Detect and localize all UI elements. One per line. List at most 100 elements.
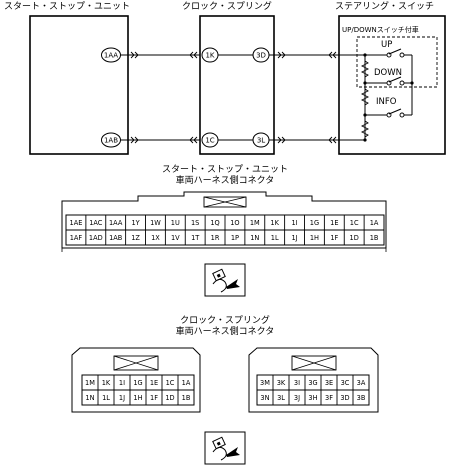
svg-text:UP: UP — [381, 40, 392, 50]
svg-text:1K: 1K — [205, 52, 214, 60]
pin-3l: 3L — [252, 132, 270, 148]
svg-text:1C: 1C — [205, 137, 214, 145]
pin-1ab: 1AB — [101, 132, 121, 148]
pin-1k: 1K — [201, 47, 219, 63]
unit-connector-pin: 1AA — [109, 219, 123, 227]
svg-text:1AA: 1AA — [104, 52, 118, 60]
clock-left-connector-pin: 1L — [102, 394, 110, 402]
start-stop-unit-box — [29, 15, 129, 155]
svg-text:1AB: 1AB — [104, 137, 118, 145]
clock-left-connector-pin: 1J — [119, 394, 125, 402]
clock-connector-title-1: クロック・スプリング — [180, 314, 270, 326]
unit-connector-pin: 1H — [310, 234, 319, 242]
svg-text:3D: 3D — [256, 52, 266, 60]
unit-connector-pin: 1P — [231, 234, 239, 242]
unit-connector-pin: 1J — [291, 234, 297, 242]
resistor-2 — [360, 88, 370, 106]
clock-right-connector-pin: 3N — [260, 394, 269, 402]
clock-left-connector-pin: 1F — [150, 394, 158, 402]
connector-view-icon-lower — [204, 431, 246, 465]
updown-dashed-box — [356, 36, 438, 88]
switch-info: INFO — [365, 97, 412, 118]
unit-connector-pin: 1D — [350, 234, 359, 242]
unit-connector-pin: 1AE — [70, 219, 83, 227]
unit-connector-pin: 1N — [250, 234, 259, 242]
clock-left-connector-pin: 1A — [182, 379, 191, 387]
resistor-3 — [360, 120, 370, 138]
clock-right-connector-pin: 3A — [357, 379, 366, 387]
unit-connector-pin: 1B — [370, 234, 379, 242]
clock-spring-box — [199, 15, 275, 155]
unit-connector-pin: 1AC — [89, 219, 103, 227]
unit-connector-pin: 1T — [191, 234, 200, 242]
pin-1c: 1C — [201, 132, 219, 148]
title-left-unit: スタート・ストップ・ユニット — [4, 1, 130, 12]
unit-connector-pin: 1M — [250, 219, 260, 227]
svg-text:INFO: INFO — [376, 97, 397, 107]
clock-right-connector-pin: 3L — [277, 394, 285, 402]
unit-connector-pin: 1U — [171, 219, 180, 227]
svg-text:3L: 3L — [257, 137, 265, 145]
unit-connector-pin: 1Z — [131, 234, 140, 242]
clock-left-connector-pin: 1H — [133, 394, 142, 402]
unit-connector-pin: 1K — [270, 219, 279, 227]
unit-connector-pin: 1R — [211, 234, 220, 242]
clock-left-connector-pin: 1K — [102, 379, 111, 387]
clock-right-connector-pin: 3G — [308, 379, 317, 387]
clock-right-connector-pin: 3M — [260, 379, 270, 387]
unit-connector-pin: 1G — [310, 219, 319, 227]
unit-connector-pin: 1A — [370, 219, 379, 227]
steering-switch-box — [338, 15, 446, 155]
title-steering-switch: ステアリング・スイッチ — [335, 0, 434, 12]
connector-view-icon — [204, 263, 246, 297]
unit-connector-pin: 1O — [230, 219, 239, 227]
unit-connector-pin: 1X — [151, 234, 160, 242]
unit-connector-title-2: 車両ハーネス側コネクタ — [176, 174, 275, 186]
clock-right-connector-pin: 3D — [340, 394, 349, 402]
unit-connector-pin: 1AF — [70, 234, 83, 242]
clock-right-connector-pin: 3K — [277, 379, 286, 387]
clock-right-connector-pin: 3C — [341, 379, 350, 387]
junction-dots — [363, 53, 414, 142]
connector-chevrons — [130, 51, 337, 144]
unit-connector-pin: 1V — [171, 234, 180, 242]
switch-up: UP — [365, 40, 412, 58]
clock-left-connector-pin: 1B — [182, 394, 191, 402]
clock-left-connector-pin: 1M — [85, 379, 95, 387]
resistor-1 — [360, 60, 370, 78]
clock-left-connector-pin: 1D — [165, 394, 174, 402]
clock-left-connector-pin: 1N — [85, 394, 94, 402]
clock-right-connector-pin: 3H — [308, 394, 317, 402]
pin-3d: 3D — [252, 47, 270, 63]
clock-left-connector-pin: 1E — [150, 379, 158, 387]
unit-connector-pin: 1Y — [131, 219, 140, 227]
clock-connector-title-2: 車両ハーネス側コネクタ — [176, 325, 275, 337]
clock-connector-left: 1M 1K 1I 1G 1E 1C 1A 1N 1L 1J 1H 1F 1D 1B — [71, 347, 201, 413]
clock-left-connector-pin: 1G — [133, 379, 142, 387]
unit-connector-title-1: スタート・ストップ・ユニット — [162, 164, 288, 175]
clock-left-connector-pin: 1C — [166, 379, 175, 387]
svg-text:DOWN: DOWN — [374, 68, 402, 78]
clock-right-connector-pin: 3B — [357, 394, 366, 402]
unit-connector-pin: 1C — [350, 219, 359, 227]
clock-right-connector-pin: 3I — [294, 379, 300, 387]
pin-1aa: 1AA — [101, 47, 121, 63]
unit-connector-pin: 1AB — [109, 234, 123, 242]
clock-right-connector-pin: 3E — [325, 379, 333, 387]
clock-right-connector-pin: 3J — [294, 394, 300, 402]
unit-connector-pin: 1AD — [89, 234, 103, 242]
unit-connector-pin: 1I — [291, 219, 297, 227]
unit-connector-pin: 1E — [330, 219, 338, 227]
clock-connector-right: 3M 3K 3I 3G 3E 3C 3A 3N 3L 3J 3H 3F 3D 3B — [248, 347, 379, 413]
unit-connector-pin: 1Q — [210, 219, 219, 227]
unit-connector-pin: 1F — [330, 234, 338, 242]
unit-connector-pin: 1L — [271, 234, 279, 242]
switch-down: DOWN — [365, 68, 412, 86]
clock-right-connector-pin: 3F — [325, 394, 333, 402]
unit-connector-pin: 1W — [150, 219, 161, 227]
clock-left-connector-pin: 1I — [119, 379, 125, 387]
steering-box-title: UP/DOWNスイッチ付車 — [342, 25, 419, 34]
title-clock-spring: クロック・スプリング — [182, 0, 272, 12]
